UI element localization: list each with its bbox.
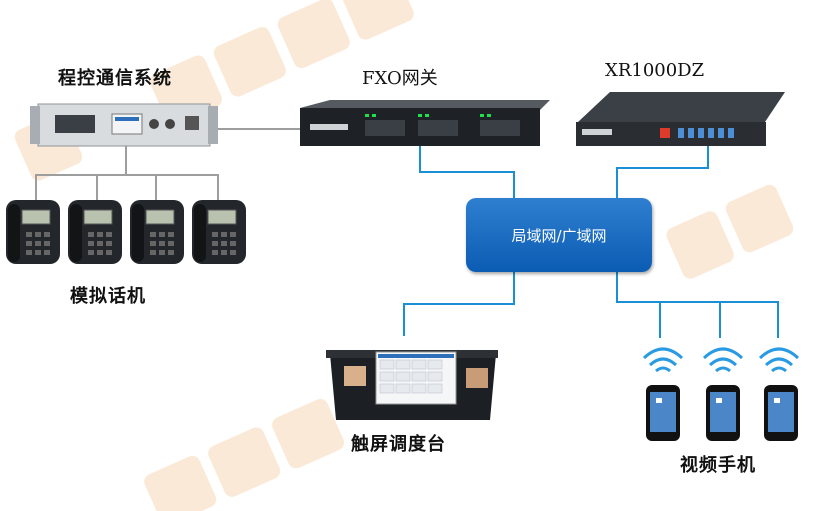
desk-phone-icon	[6, 200, 60, 264]
wifi-icon	[642, 347, 684, 373]
lan-wan-label: 局域网/广域网	[511, 226, 607, 245]
fxo-gateway-label: FXO网关	[362, 68, 438, 89]
wifi-icon	[758, 347, 800, 373]
wifi-icon	[702, 347, 744, 373]
desk-phone-icon	[68, 200, 122, 264]
fxo-gateway-icon	[300, 100, 550, 146]
video-phones-label: 视频手机	[680, 455, 756, 476]
smartphone-icon	[706, 385, 740, 441]
watermark	[14, 0, 794, 511]
xr-device-icon	[576, 92, 785, 146]
link-lan-console	[403, 272, 515, 336]
pbx-rack-device-icon	[30, 103, 218, 147]
touch-console-icon	[326, 350, 498, 420]
touch-console-label: 触屏调度台	[351, 434, 446, 455]
link-pbx-phones-bus	[126, 174, 219, 200]
lan-wan-node: 局域网/广域网	[466, 198, 652, 272]
analog-phones-label: 模拟话机	[70, 286, 146, 307]
pbx-label: 程控通信系统	[58, 68, 172, 89]
desk-phone-icon	[192, 200, 246, 264]
xr-device-label: XR1000DZ	[605, 60, 705, 81]
link-xr-lan	[616, 144, 709, 198]
analog-phones	[6, 200, 246, 264]
link-pbx-phones	[35, 145, 127, 200]
wifi-icons	[642, 347, 800, 373]
smartphone-icon	[764, 385, 798, 441]
pbx-links	[35, 128, 308, 200]
desk-phone-icon	[130, 200, 184, 264]
link-lan-video	[616, 272, 779, 338]
link-fxo-lan	[419, 143, 515, 198]
smartphones	[646, 385, 798, 441]
smartphone-icon	[646, 385, 680, 441]
network-links	[403, 143, 779, 338]
